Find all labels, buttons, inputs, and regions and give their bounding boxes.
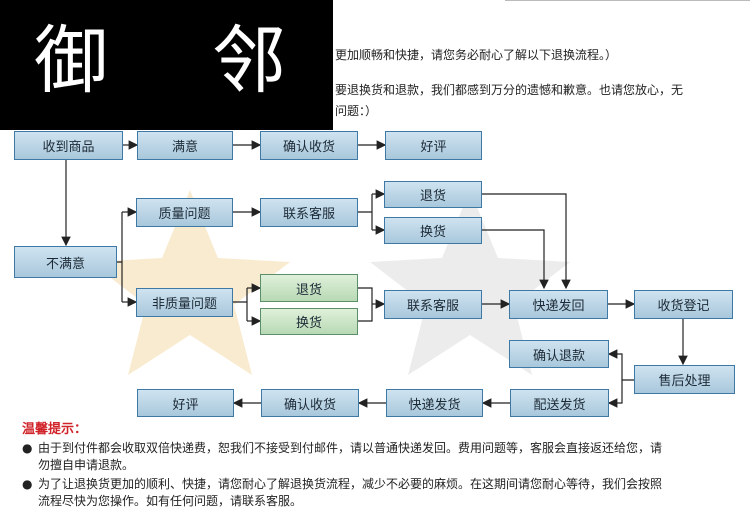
top-divider — [505, 0, 750, 1]
node-express-return: 快递发回 — [509, 290, 608, 319]
header-line-2: 要退换货和退款，我们都感到万分的遗憾和歉意。也请您放心，无 — [335, 83, 684, 97]
node-return-1: 退货 — [384, 181, 482, 208]
node-confirm-refund: 确认退款 — [509, 340, 609, 368]
branch-unsatisfied — [117, 212, 123, 302]
node-unsatisfied: 不满意 — [14, 246, 117, 278]
tip-2-line-2: 流程尽快为您操作。如有任何问题，请联系客服。 — [38, 494, 303, 508]
node-good-review: 好评 — [385, 131, 482, 160]
merge-return-exchange2 — [358, 287, 373, 322]
node-after-sales: 售后处理 — [634, 365, 735, 394]
branch-nonquality — [233, 288, 248, 321]
tip-1: ● 由于到付件都会收取双倍快递费，恕我们不接受到付邮件，请以普通快递发回。费用问题… — [22, 440, 737, 474]
node-quality-issue: 质量问题 — [136, 198, 233, 227]
node-exchange-2: 换货 — [260, 308, 358, 335]
node-express-ship: 快递发货 — [386, 389, 483, 417]
brand-logo: 御 邻 — [0, 0, 333, 130]
branch-contact1 — [358, 194, 373, 230]
node-satisfied: 满意 — [137, 131, 233, 160]
tip-1-line-2: 勿擅自申请退款。 — [38, 458, 135, 472]
header-line-3: 问题：） — [335, 104, 378, 118]
bullet-2: ● — [22, 477, 33, 491]
node-contact-service-1: 联系客服 — [260, 198, 358, 227]
node-non-quality-issue: 非质量问题 — [136, 288, 233, 317]
node-confirm-receipt-2: 确认收货 — [261, 389, 359, 417]
tip-2-line-1: 为了让退换货更加的顺利、快捷，请您耐心了解退换货流程，减少不必要的麻烦。在这期间… — [38, 477, 663, 491]
arrow-return1-express — [482, 193, 571, 290]
node-receipt-register: 收货登记 — [634, 290, 733, 319]
node-good-review-2: 好评 — [137, 389, 234, 417]
arrow-exchange1-express — [482, 229, 549, 290]
bullet-1: ● — [22, 441, 33, 455]
header-line-1: 更加顺畅和快捷，请您务必耐心了解以下退换流程。） — [335, 48, 618, 62]
tip-2: ● 为了让退换货更加的顺利、快捷，请您耐心了解退换货流程，减少不必要的麻烦。在这期… — [22, 476, 737, 510]
node-delivery-shipping: 配送发货 — [510, 389, 609, 417]
arrow-aftersales-deliver — [607, 380, 623, 408]
node-exchange-1: 换货 — [384, 217, 482, 244]
node-contact-service-2: 联系客服 — [384, 290, 482, 319]
logo-char-2: 邻 — [212, 18, 286, 104]
node-receive-goods: 收到商品 — [14, 131, 123, 160]
node-confirm-receipt: 确认收货 — [260, 131, 358, 160]
watermark-star-right — [370, 190, 570, 375]
node-return-2: 退货 — [260, 274, 358, 302]
tips-title: 温馨提示： — [22, 422, 88, 437]
arrow-aftersales-refund — [607, 349, 634, 381]
watermark-star-left — [90, 190, 290, 375]
tip-1-line-1: 由于到付件都会收取双倍快递费，恕我们不接受到付邮件，请以普通快递发回。费用问题等… — [38, 441, 663, 455]
logo-char-1: 御 — [34, 18, 108, 104]
